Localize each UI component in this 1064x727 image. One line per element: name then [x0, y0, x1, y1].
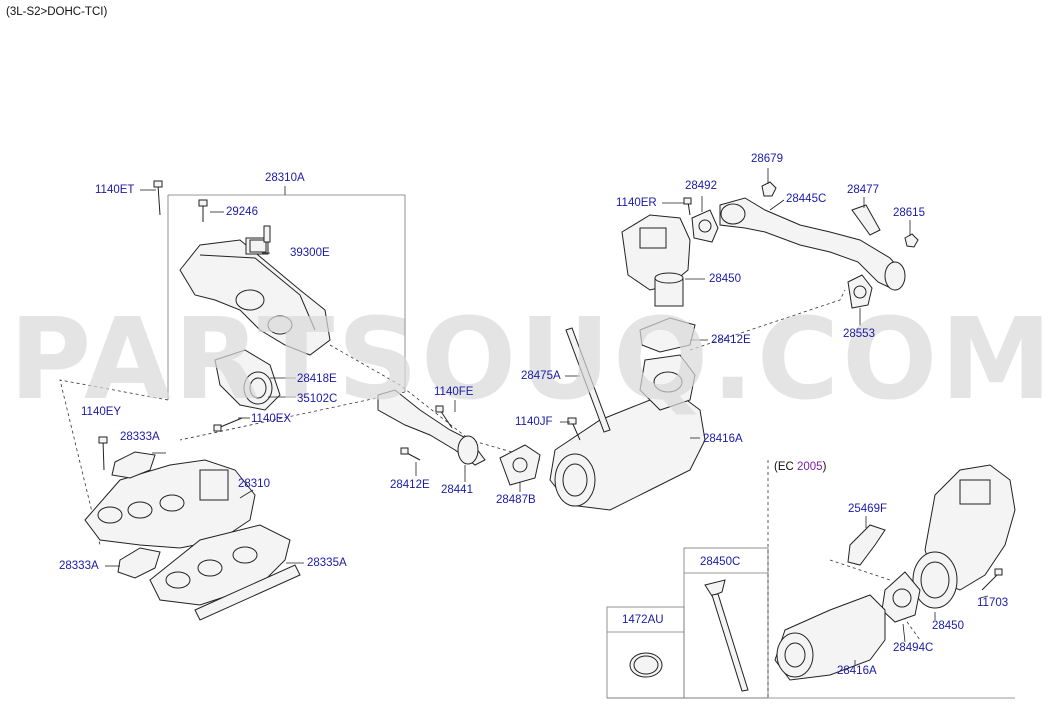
part-label-28450-ec[interactable]: 28450 [932, 620, 964, 632]
part-label-28335A[interactable]: 28335A [307, 557, 347, 569]
gasket-28333A-top [111, 451, 156, 479]
bolt-1140ET [153, 180, 163, 216]
part-label-11703[interactable]: 11703 [977, 597, 1009, 609]
part-label-28333A-top[interactable]: 28333A [120, 431, 160, 443]
part-label-28310[interactable]: 28310 [238, 478, 270, 490]
gasket-28492 [691, 209, 719, 243]
part-label-35102C[interactable]: 35102C [297, 393, 338, 405]
part-label-28487B[interactable]: 28487B [496, 494, 536, 506]
part-label-39300E[interactable]: 39300E [290, 247, 330, 259]
ec-note-year: 2005 [797, 461, 823, 473]
part-label-28412E-right[interactable]: 28412E [711, 334, 751, 346]
bolt-1140FE [435, 405, 453, 429]
ec-note-suffix: ) [822, 461, 827, 473]
part-label-1140EX[interactable]: 1140EX [251, 413, 292, 425]
part-label-28475A[interactable]: 28475A [521, 370, 561, 382]
part-label-28477[interactable]: 28477 [847, 184, 879, 196]
bolt-1140EY [98, 436, 108, 471]
egr-valve-28450-main [621, 214, 691, 307]
part-label-28412E-left[interactable]: 28412E [390, 479, 430, 491]
part-label-28494C[interactable]: 28494C [893, 642, 934, 654]
nut-28679 [761, 181, 777, 197]
throttle-body-35102C [214, 349, 281, 411]
part-label-25469F[interactable]: 25469F [848, 503, 888, 515]
part-label-28450-main[interactable]: 28450 [709, 273, 741, 285]
leader-lines [105, 168, 989, 665]
part-label-28445C[interactable]: 28445C [786, 193, 827, 205]
part-label-28679[interactable]: 28679 [751, 153, 783, 165]
engine-variant-header: (3L-S2>DOHC-TCI) [6, 6, 108, 18]
egr-cooler-28416A-ec [774, 594, 886, 681]
ec-year-note: (EC 2005) [774, 461, 826, 473]
intake-manifold-28310A [179, 237, 331, 356]
bolt-1140EX [213, 417, 243, 432]
gasket-28333A-bottom [117, 547, 161, 579]
part-label-1140JF[interactable]: 1140JF [515, 416, 553, 428]
gasket-28553 [847, 274, 873, 309]
part-label-1140EY[interactable]: 1140EY [81, 406, 122, 418]
part-label-1140FE[interactable]: 1140FE [434, 386, 474, 398]
part-label-28450C[interactable]: 28450C [700, 556, 741, 568]
bracket-39300E [249, 225, 271, 253]
bolt-29246 [198, 199, 208, 222]
dipstick-28450C [704, 579, 749, 692]
ec-note-prefix: (EC [774, 461, 797, 473]
part-label-28310A[interactable]: 28310A [265, 172, 305, 184]
part-label-1140ER[interactable]: 1140ER [616, 197, 657, 209]
gasket-28412E-right [639, 317, 696, 353]
egr-tube-28445C [719, 197, 906, 291]
watermark: PARTSOUQ.COM [9, 295, 1055, 425]
bolt-28412E-left [400, 447, 421, 461]
bracket-28477 [851, 204, 881, 236]
clamp-1472AU [629, 652, 663, 678]
bolt-11703 [981, 568, 1003, 591]
part-label-28418E[interactable]: 28418E [297, 373, 337, 385]
group-outlines [59, 194, 1015, 699]
bolt-1140JF [567, 417, 581, 441]
part-label-1140ET[interactable]: 1140ET [95, 184, 135, 196]
part-label-28416A-main[interactable]: 28416A [703, 433, 743, 445]
hose-25469F [847, 524, 886, 566]
egr-valve-28450-ec [912, 464, 1016, 609]
part-label-1472AU[interactable]: 1472AU [622, 614, 664, 626]
part-label-28615[interactable]: 28615 [893, 207, 925, 219]
manifold-28335A [149, 524, 301, 621]
part-label-29246[interactable]: 29246 [226, 206, 258, 218]
part-label-28333A-bottom[interactable]: 28333A [59, 560, 99, 572]
lower-manifold-28310 [84, 459, 256, 549]
egr-pipe-28441 [377, 389, 486, 466]
part-label-28553[interactable]: 28553 [843, 328, 875, 340]
part-label-28492[interactable]: 28492 [685, 180, 717, 192]
gasket-28487B [499, 444, 541, 486]
nut-28615 [904, 233, 919, 248]
part-label-28416A-ec[interactable]: 28416A [837, 665, 877, 677]
part-label-28441[interactable]: 28441 [441, 484, 473, 496]
bolt-1140ER [683, 197, 692, 216]
egr-cooler-28416A-main [549, 354, 706, 511]
dipstick-28475A [565, 327, 611, 433]
